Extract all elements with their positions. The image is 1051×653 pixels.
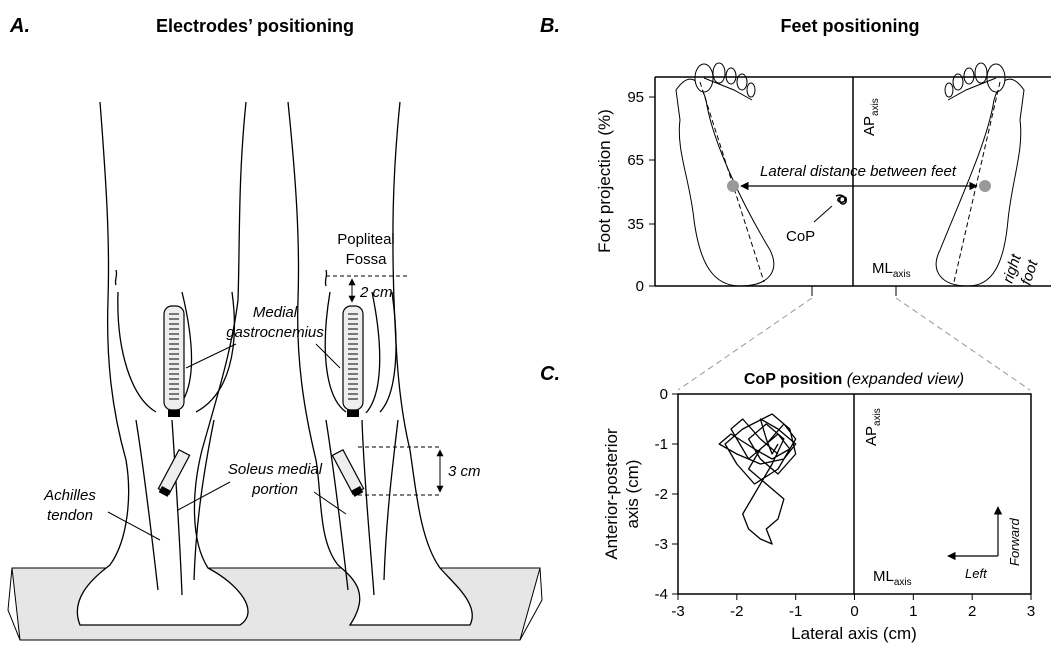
x-tick-label: 0 xyxy=(850,603,858,620)
panel-c-title-bold: CoP position xyxy=(744,371,842,388)
panel-c-yticks: 0 -1 -2 -3 -4 xyxy=(655,386,678,603)
right-foot-center-dot xyxy=(979,180,991,192)
forward-label: Forward xyxy=(1007,518,1022,566)
left-leg-drawing xyxy=(77,102,248,625)
x-tick-label: -1 xyxy=(789,603,802,620)
three-cm-label: 3 cm xyxy=(448,463,481,480)
panel-b-ytick-label: 65 xyxy=(627,152,644,169)
panel-c-ylabel-1: Anterior-posterior xyxy=(602,428,621,560)
achilles-label-1: Achilles xyxy=(43,487,96,504)
panel-c-title: CoP position (expanded view) xyxy=(744,371,964,388)
panel-b-ytick-label: 35 xyxy=(627,216,644,233)
soleus-label-1: Soleus medial xyxy=(228,461,323,478)
lateral-distance-label: Lateral distance between feet xyxy=(760,163,957,180)
electrode-gastrocnemius-right xyxy=(343,306,363,417)
cop-trajectory-line xyxy=(719,414,796,544)
x-tick-label: 2 xyxy=(968,603,976,620)
panel-c-title-italic: (expanded view) xyxy=(847,371,964,388)
panel-a-letter: A. xyxy=(9,15,30,37)
medial-label-2: gastrocnemius xyxy=(226,324,324,341)
panel-c-series xyxy=(719,414,796,544)
panel-c-ap-sub: axis xyxy=(872,408,883,426)
x-tick-label: -2 xyxy=(730,603,743,620)
panel-c-ap-main: AP xyxy=(863,426,880,446)
panel-c: C. CoP position (expanded view) -3 -2 -1 0 1… xyxy=(540,363,1035,643)
y-tick-label: -1 xyxy=(655,436,668,453)
panel-b: B. Feet positioning xyxy=(540,15,1051,390)
panel-b-ytick-label: 0 xyxy=(636,278,644,295)
y-tick-label: -2 xyxy=(655,486,668,503)
y-tick-label: 0 xyxy=(660,386,668,403)
y-tick-label: -4 xyxy=(655,586,668,603)
panel-c-ml-sub: axis xyxy=(894,577,912,588)
panel-c-xlabel: Lateral axis (cm) xyxy=(791,624,917,643)
panel-a: A. Electrodes’ positioning xyxy=(8,15,542,640)
panel-c-xticks: -3 -2 -1 0 1 2 3 xyxy=(671,594,1035,620)
cop-trace-mini xyxy=(836,195,846,204)
panel-c-ml-label: MLaxis xyxy=(873,568,912,588)
soleus-label-2: portion xyxy=(251,481,298,498)
right-leg-drawing xyxy=(288,102,472,625)
panel-a-title: Electrodes’ positioning xyxy=(156,16,354,36)
panel-b-ap-label: APaxis xyxy=(861,98,881,136)
panel-b-ap-sub: axis xyxy=(870,98,881,116)
x-tick-label: 3 xyxy=(1027,603,1035,620)
panel-b-ml-main: ML xyxy=(872,260,893,277)
panel-b-ml-sub: axis xyxy=(893,269,911,280)
cop-label: CoP xyxy=(786,228,815,245)
popliteal-label-1: Popliteal xyxy=(337,231,395,248)
panel-b-ytick-label: 95 xyxy=(627,89,644,106)
panel-c-letter: C. xyxy=(540,363,560,385)
panel-c-ylabel-2: axis (cm) xyxy=(623,460,642,529)
panel-c-ap-label: APaxis xyxy=(863,408,883,446)
medial-label-1: Medial xyxy=(253,304,298,321)
achilles-label-2: tendon xyxy=(47,507,93,524)
panel-b-title: Feet positioning xyxy=(781,16,920,36)
x-tick-label: -3 xyxy=(671,603,684,620)
panel-b-ylabel: Foot projection (%) xyxy=(595,109,614,253)
popliteal-label-2: Fossa xyxy=(346,251,388,268)
panel-b-ml-label: MLaxis xyxy=(872,260,911,280)
panel-c-ml-main: ML xyxy=(873,568,894,585)
x-tick-label: 1 xyxy=(909,603,917,620)
electrode-gastrocnemius-left xyxy=(164,306,184,417)
panel-b-ap-main: AP xyxy=(861,116,878,136)
left-foot-center-dot xyxy=(727,180,739,192)
panel-b-letter: B. xyxy=(540,15,560,37)
left-label: Left xyxy=(965,566,988,581)
panel-b-ytick-marks xyxy=(649,97,655,286)
cop-leader xyxy=(814,206,832,222)
two-cm-label: 2 cm xyxy=(359,284,393,301)
y-tick-label: -3 xyxy=(655,536,668,553)
